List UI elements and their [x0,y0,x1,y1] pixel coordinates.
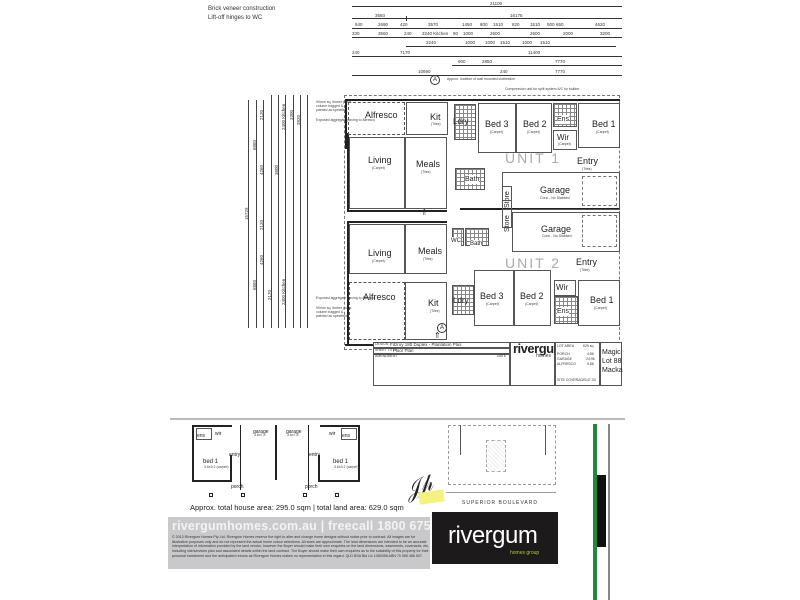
room-wir-u1 [553,130,577,150]
client-line-3: Macka [602,367,623,374]
driveway [486,440,506,472]
room-ens-left [196,428,212,440]
street-name: SUPERIOR BOULEVARD [462,500,538,506]
room-store-u2 [502,200,512,228]
room-store-u1 [502,186,512,210]
room-laundry-u2 [452,285,474,315]
room-alfresco-u2 [349,282,405,340]
construction-note: Brick veneer construction [208,6,276,12]
room-bed3-u2 [474,270,514,326]
rivergum-logo: rivergum homes group [432,512,558,564]
sheet-title: Floor Plan [393,348,414,353]
marker [303,493,307,497]
title-block-brand: rivergum [513,341,565,356]
client-line-2: Lot 88 [602,358,622,365]
black-edge-tab [597,475,606,547]
room-living-u1 [349,137,405,209]
room-wir-u2 [554,280,576,296]
green-edge-strip [593,424,597,600]
room-bed1-u2 [578,280,620,326]
hinge-note: Lift-off hinges to WC [208,15,263,21]
room-bed3-u1 [478,103,516,153]
area-summary: Approx. total house area: 295.0 sqm | to… [190,503,404,512]
room-meals-u2 [405,224,447,274]
room-kit-u1 [406,102,448,135]
marker [209,493,213,497]
client-line-1: Magic [602,349,621,356]
design-name: Fitzroy 180 Duplex - Plantation Plus [390,342,462,347]
room-bed2-u1 [516,103,552,153]
room-kit-u2 [405,282,447,340]
room-garage-u2 [512,212,620,252]
highlighter-mark [418,489,445,505]
alfresco-label: Alfresco [365,110,398,120]
clothesline-note: Approx. location of wall mounted clothes… [447,77,516,81]
north-arrow-icon: ⇑ [421,208,428,217]
room-ens-right [341,428,357,440]
website-phone: rivergumhomes.com.au | freecall 1800 675… [172,519,456,533]
room-living-u2 [349,224,405,274]
contact-banner: rivergumhomes.com.au | freecall 1800 675… [168,517,456,569]
aggregate-note-2: Exposed aggregate paving to Alfresco [316,296,375,300]
letterbox-icon: A [430,75,440,85]
room-bed1-u1 [578,103,620,148]
page-edge [608,424,610,600]
room-meals-u1 [405,137,447,209]
letterbox-icon-2: A [437,323,447,333]
page-separator [170,418,625,420]
marker [241,493,245,497]
unit-2-label: UNIT 2 [505,255,562,271]
north-arrow-icon-2: ⇑ [434,331,441,340]
disclaimer-text: © 2013 Rivergum Homes Pty Ltd. Rivergum … [172,535,430,558]
room-alfresco-u1 [348,102,405,135]
unit-1-label: UNIT 1 [505,150,562,166]
marker [335,493,339,497]
room-bed2-u2 [514,270,551,326]
compression-note: Compression unit for split system A/C by… [505,87,580,91]
room-laundry-u1 [454,104,476,140]
